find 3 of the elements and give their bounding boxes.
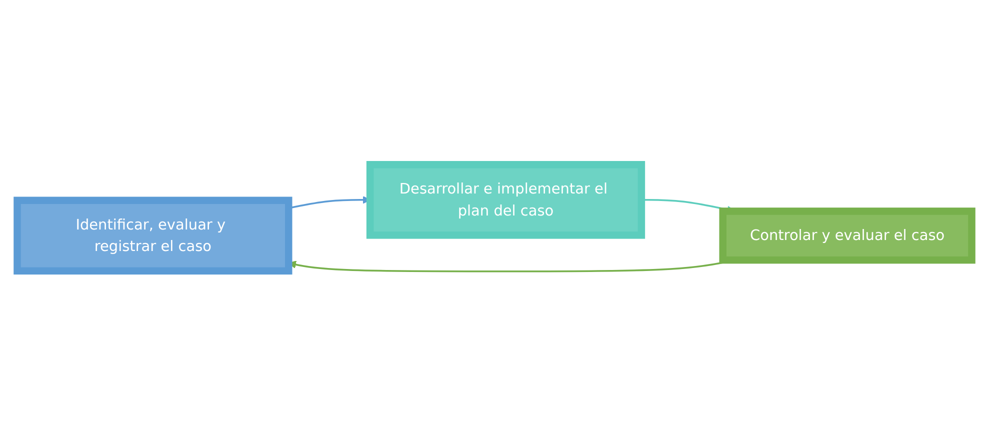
node-box: Desarrollar e implementar el plan del caso: [366, 161, 646, 239]
node-box: Identificar, evaluar y registrar el caso: [14, 196, 292, 275]
node-box: Controlar y evaluar el caso: [719, 208, 976, 264]
